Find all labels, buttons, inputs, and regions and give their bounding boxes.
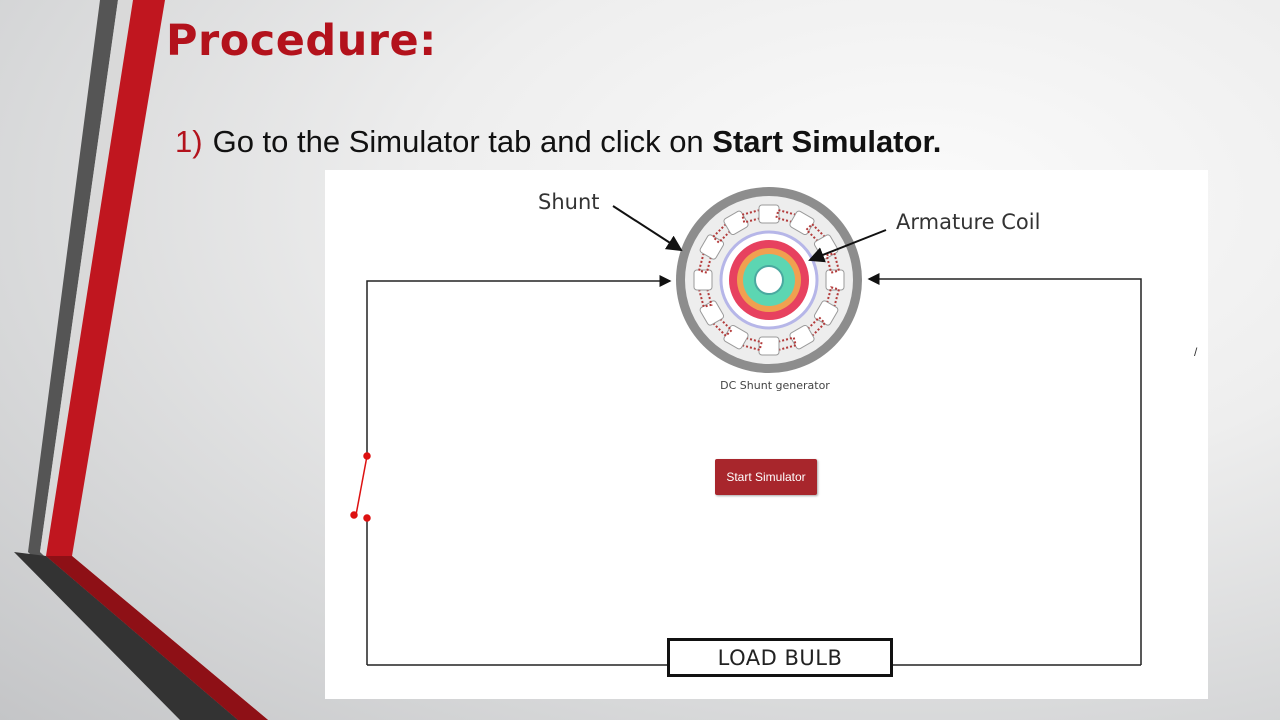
slide-title: Procedure: (166, 16, 437, 66)
edge-mark: / (1194, 345, 1198, 359)
armature-coil-label: Armature Coil (896, 210, 1041, 234)
generator-caption: DC Shunt generator (720, 379, 830, 392)
simulator-screenshot: Shunt Armature Coil DC Shunt generator S… (325, 170, 1208, 699)
circuit-diagram (350, 187, 1142, 666)
load-bulb-label: LOAD BULB (717, 645, 843, 670)
procedure-step-1: 1) Go to the Simulator tab and click on S… (175, 124, 941, 160)
dc-generator-image (676, 187, 862, 373)
circuit-switch (350, 452, 371, 522)
step-bold-text: Start Simulator. (712, 124, 942, 159)
circuit-wires (366, 273, 1142, 666)
step-text: Go to the Simulator tab and click on (212, 124, 713, 159)
shunt-label: Shunt (538, 190, 600, 214)
slide-decoration (14, 0, 268, 720)
start-simulator-button[interactable]: Start Simulator (715, 459, 817, 495)
load-bulb-box: LOAD BULB (667, 638, 893, 677)
step-number: 1) (175, 124, 203, 159)
